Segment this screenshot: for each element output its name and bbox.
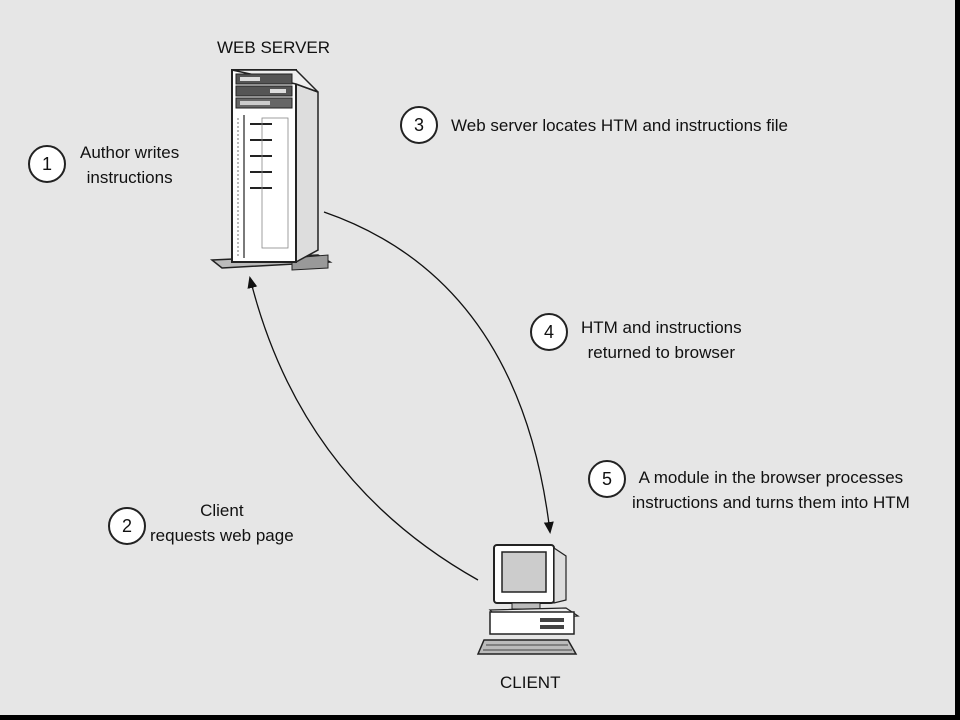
step-2-badge: 2 xyxy=(108,507,146,545)
step-2-line-1: Client xyxy=(200,501,244,520)
step-5-line-2: instructions and turns them into HTM xyxy=(632,493,910,512)
web-server-icon xyxy=(209,69,333,271)
request-arrow xyxy=(247,276,479,581)
step-2-text: Client requests web page xyxy=(150,498,294,548)
step-1-line-2: instructions xyxy=(86,168,173,187)
response-arrow xyxy=(323,211,554,534)
web-server-label: WEB SERVER xyxy=(217,38,331,57)
step-3-badge: 3 xyxy=(400,106,438,144)
client-computer-icon xyxy=(476,544,580,655)
client-label: CLIENT xyxy=(500,673,561,692)
step-2-line-2: requests web page xyxy=(150,526,294,545)
step-5-badge: 5 xyxy=(588,460,626,498)
step-1-badge: 1 xyxy=(28,145,66,183)
step-3-text: Web server locates HTM and instructions … xyxy=(451,116,788,135)
step-5-text: A module in the browser processes instru… xyxy=(632,465,910,515)
step-1-text: Author writes instructions xyxy=(80,140,179,190)
step-4-line-1: HTM and instructions xyxy=(581,318,742,337)
step-4-text: HTM and instructions returned to browser xyxy=(581,315,742,365)
step-1-line-1: Author writes xyxy=(80,143,180,162)
step-4-line-2: returned to browser xyxy=(587,343,736,362)
step-5-line-1: A module in the browser processes xyxy=(638,468,904,487)
step-4-badge: 4 xyxy=(530,313,568,351)
